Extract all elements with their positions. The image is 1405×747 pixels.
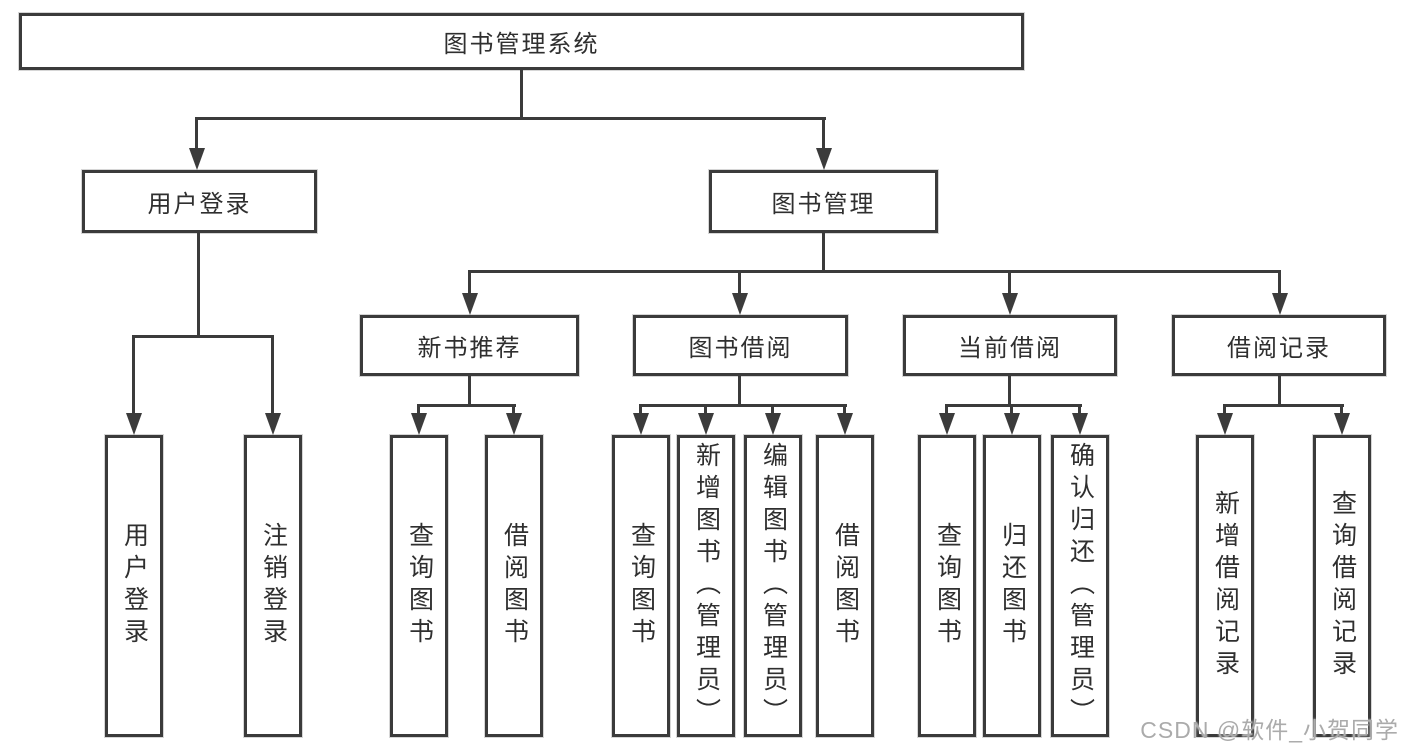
connector-drop — [1223, 404, 1226, 415]
connector-drop — [843, 404, 846, 415]
connector-user-login-bar — [132, 335, 274, 338]
node-current-borrow: 当前借阅 — [903, 315, 1117, 376]
connector-drop — [945, 404, 948, 415]
connector-drop — [271, 335, 274, 415]
connector-root-bar — [196, 117, 826, 120]
node-leaf-query-books-borrow: 查询图书 — [612, 435, 670, 737]
node-label: 查询图书 — [933, 522, 962, 650]
node-label: 借阅图书 — [831, 522, 860, 650]
arrow-down-icon — [189, 148, 205, 170]
connector-drop — [1340, 404, 1343, 415]
arrow-down-icon — [1217, 413, 1233, 435]
arrow-down-icon — [1272, 293, 1288, 315]
node-label: 用户登录 — [120, 522, 149, 650]
node-new-book-recommend: 新书推荐 — [360, 315, 579, 376]
connector-current-stem — [1008, 376, 1011, 407]
connector-borrow-stem — [738, 376, 741, 407]
csdn-watermark: CSDN @软件_小贺同学 — [1140, 717, 1399, 743]
connector-drop — [704, 404, 707, 415]
arrow-down-icon — [732, 293, 748, 315]
arrow-down-icon — [816, 148, 832, 170]
node-label: 编辑图书（管理员） — [759, 442, 788, 730]
arrow-down-icon — [765, 413, 781, 435]
arrow-down-icon — [265, 413, 281, 435]
connector-drop — [1008, 270, 1011, 295]
node-leaf-borrow-books: 借阅图书 — [816, 435, 874, 737]
arrow-down-icon — [633, 413, 649, 435]
arrow-down-icon — [837, 413, 853, 435]
connector-records-bar — [1223, 404, 1344, 407]
connector-records-stem — [1278, 376, 1281, 407]
connector-book-mgmt-stem — [822, 233, 825, 273]
connector-recommend-stem — [468, 376, 471, 407]
node-label: 当前借阅 — [958, 335, 1062, 362]
node-label: 新增图书（管理员） — [692, 442, 721, 730]
connector-drop — [771, 404, 774, 415]
arrow-down-icon — [1004, 413, 1020, 435]
arrow-down-icon — [462, 293, 478, 315]
node-book-borrow: 图书借阅 — [633, 315, 848, 376]
node-library-management-system: 图书管理系统 — [19, 13, 1024, 70]
node-leaf-confirm-return-admin: 确认归还（管理员） — [1051, 435, 1109, 737]
connector-drop — [639, 404, 642, 415]
connector-drop — [1078, 404, 1081, 415]
connector-root-stem — [520, 70, 523, 118]
node-label: 归还图书 — [998, 522, 1027, 650]
node-label: 新增借阅记录 — [1211, 490, 1240, 682]
connector-drop — [132, 335, 135, 415]
node-label: 新书推荐 — [417, 335, 522, 362]
node-label: 查询借阅记录 — [1328, 490, 1357, 682]
node-label: 图书管理 — [771, 191, 876, 218]
arrow-down-icon — [506, 413, 522, 435]
connector-drop — [738, 270, 741, 295]
arrow-down-icon — [939, 413, 955, 435]
connector-drop — [1278, 270, 1281, 295]
connector-drop — [822, 117, 825, 150]
node-leaf-add-books-admin: 新增图书（管理员） — [677, 435, 735, 737]
arrow-down-icon — [126, 413, 142, 435]
node-label: 查询图书 — [405, 522, 434, 650]
node-leaf-user-login: 用户登录 — [105, 435, 163, 737]
arrow-down-icon — [698, 413, 714, 435]
node-label: 查询图书 — [627, 522, 656, 650]
connector-drop — [512, 404, 515, 415]
node-book-management: 图书管理 — [709, 170, 938, 233]
node-leaf-add-borrow-record: 新增借阅记录 — [1196, 435, 1254, 737]
node-leaf-borrow-books-recommend: 借阅图书 — [485, 435, 543, 737]
connector-drop — [1010, 404, 1013, 415]
node-leaf-query-books-current: 查询图书 — [918, 435, 976, 737]
node-label: 图书管理系统 — [443, 31, 600, 58]
connector-recommend-bar — [417, 404, 516, 407]
connector-current-bar — [945, 404, 1082, 407]
node-leaf-edit-books-admin: 编辑图书（管理员） — [744, 435, 802, 737]
arrow-down-icon — [411, 413, 427, 435]
node-label: 用户登录 — [147, 191, 252, 218]
node-leaf-query-borrow-record: 查询借阅记录 — [1313, 435, 1371, 737]
node-borrow-records: 借阅记录 — [1172, 315, 1386, 376]
node-label: 借阅图书 — [500, 522, 529, 650]
arrow-down-icon — [1072, 413, 1088, 435]
node-leaf-query-books-recommend: 查询图书 — [390, 435, 448, 737]
arrow-down-icon — [1334, 413, 1350, 435]
arrow-down-icon — [1002, 293, 1018, 315]
node-leaf-logout: 注销登录 — [244, 435, 302, 737]
node-leaf-return-books: 归还图书 — [983, 435, 1041, 737]
connector-user-login-stem — [197, 233, 200, 338]
connector-drop — [468, 270, 471, 295]
node-label: 确认归还（管理员） — [1066, 442, 1095, 730]
node-label: 图书借阅 — [688, 335, 793, 362]
node-label: 注销登录 — [259, 522, 288, 650]
connector-drop — [195, 117, 198, 150]
node-label: 借阅记录 — [1227, 335, 1331, 362]
connector-book-mgmt-bar — [468, 270, 1280, 273]
node-user-login: 用户登录 — [82, 170, 317, 233]
connector-borrow-bar — [639, 404, 847, 407]
connector-drop — [417, 404, 420, 415]
